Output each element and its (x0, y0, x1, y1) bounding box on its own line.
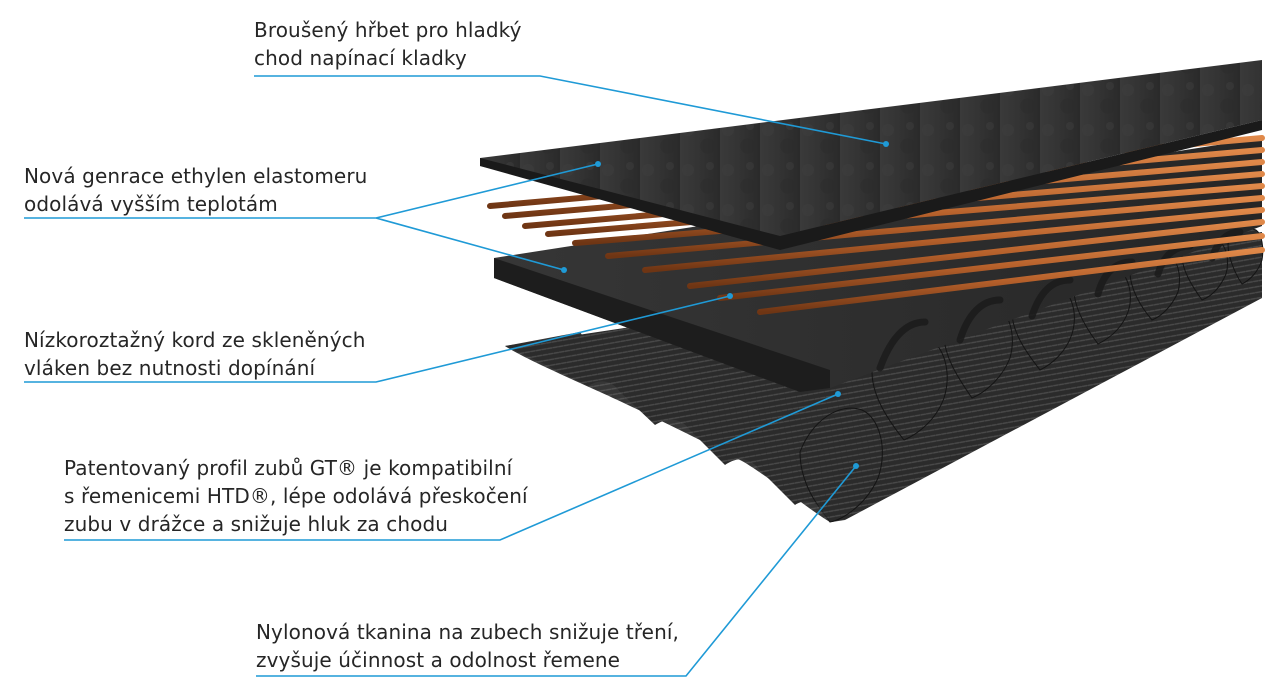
callout-ground-back-line-1: Broušený hřbet pro hladký (254, 18, 522, 42)
callout-gt-profile-line-2: s řemenicemi HTD®, lépe odolává přeskoče… (64, 484, 528, 508)
callout-line-glass-cord (24, 295, 731, 383)
callout-dot-ground-back (883, 141, 889, 147)
callout-elastomer: Nová genrace ethylen elastomeru odolává … (24, 162, 367, 218)
callout-nylon-fabric: Nylonová tkanina na zubech snižuje tření… (256, 618, 679, 674)
callout-nylon-line-2: zvyšuje účinnost a odolnost řemene (256, 648, 621, 672)
callout-dot-glass-cord (727, 293, 733, 299)
top-layer-surface (480, 60, 1262, 236)
callout-glass-cord-line-2: vláken bez nutnosti dopínání (24, 356, 316, 380)
callout-elastomer-line-2: odolává vyšším teplotám (24, 192, 278, 216)
callout-glass-cord: Nízkoroztažný kord ze skleněných vláken … (24, 326, 366, 382)
callout-line-gt-profile (64, 393, 839, 541)
ground-back-layer (480, 60, 1262, 250)
callout-ground-back: Broušený hřbet pro hladký chod napínací … (254, 16, 522, 72)
callout-elastomer-line-1: Nová genrace ethylen elastomeru (24, 164, 368, 188)
callout-line-nylon (256, 465, 857, 677)
callout-gt-profile-line-1: Patentovaný profil zubů GT® je kompatibi… (64, 456, 513, 480)
callout-glass-cord-line-1: Nízkoroztažný kord ze skleněných (24, 328, 366, 352)
callout-ground-back-line-2: chod napínací kladky (254, 46, 467, 70)
fabric-front-face (505, 332, 830, 522)
callout-nylon-line-1: Nylonová tkanina na zubech snižuje tření… (256, 620, 679, 644)
callout-dot-gt-profile (835, 391, 841, 397)
callout-line-elastomer (24, 163, 599, 271)
middle-layer-front-edge (494, 258, 830, 392)
callout-gt-profile: Patentovaný profil zubů GT® je kompatibi… (64, 454, 528, 538)
callout-line-ground-back (254, 75, 887, 145)
callout-dot-elastomer-b (561, 267, 567, 273)
callout-gt-profile-line-3: zubu v drážce a snižuje hluk za chodu (64, 512, 449, 536)
top-layer-front-edge (480, 120, 1262, 250)
callout-dot-nylon (853, 463, 859, 469)
callout-lines (24, 75, 889, 677)
callout-dot-elastomer-a (595, 161, 601, 167)
